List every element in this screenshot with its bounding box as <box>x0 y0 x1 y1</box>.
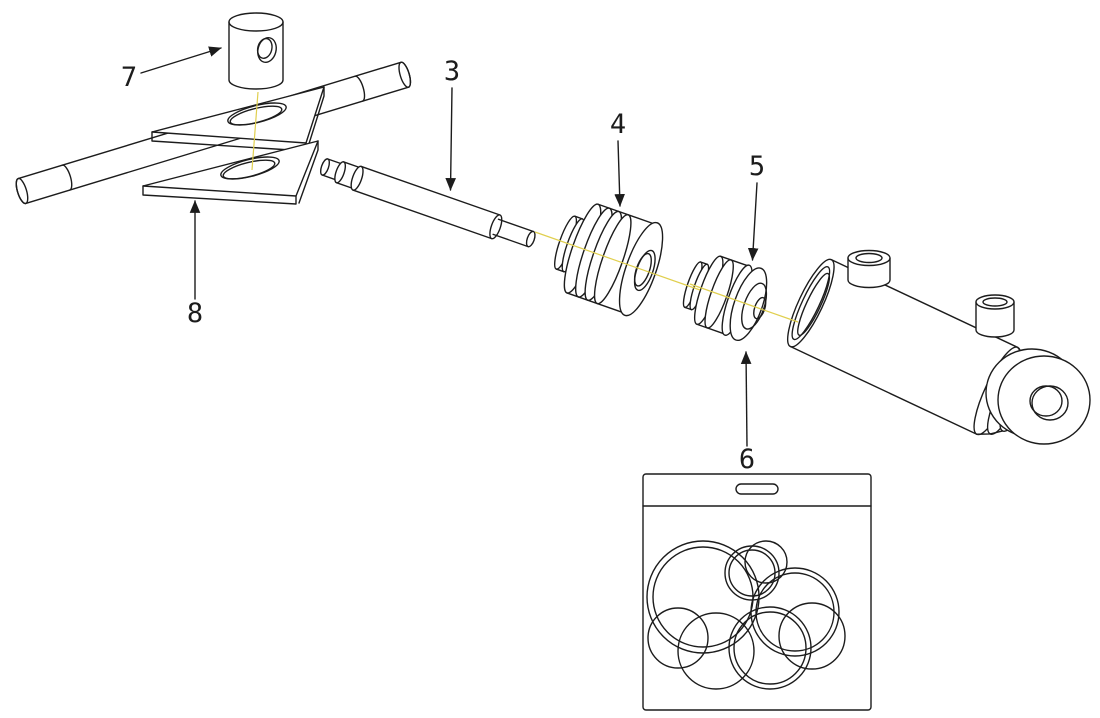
eye-hole-inner <box>1029 385 1063 417</box>
port-rear-bore <box>982 297 1008 307</box>
bag-outline <box>642 473 872 711</box>
cylinder-port-front <box>847 249 891 289</box>
rod-left-cap <box>319 158 331 176</box>
part-label-3: 3 <box>444 56 460 87</box>
part-label-5: 5 <box>749 151 765 182</box>
part-label-7: 7 <box>121 62 137 93</box>
tube-break-line-right <box>354 75 366 102</box>
leader-arrow-5 <box>747 182 759 261</box>
callout-3: 3 <box>444 56 460 191</box>
callout-6: 6 <box>739 351 755 475</box>
tube-left-cap <box>15 177 29 205</box>
centerline-piston <box>689 283 799 323</box>
barrel-bore <box>791 266 831 341</box>
o-ring <box>744 540 788 584</box>
centerlines <box>251 91 799 323</box>
o-ring <box>728 606 812 690</box>
callout-5: 5 <box>747 151 765 261</box>
part-label-6: 6 <box>739 444 755 475</box>
bottom-plate-thickness <box>142 140 319 205</box>
cylinder-port-rear <box>975 294 1015 338</box>
callout-4: 4 <box>610 109 626 207</box>
port-front-top-face <box>847 249 891 267</box>
o-rings <box>646 540 846 690</box>
rod-shoulder-left <box>350 165 364 191</box>
tube-break-line-left <box>61 164 73 191</box>
leader-arrow-7 <box>140 46 222 74</box>
leader-arrow-4 <box>614 140 625 207</box>
centerline-gland <box>534 231 701 291</box>
o-ring <box>778 602 846 670</box>
callout-8: 8 <box>187 200 203 329</box>
port-front-bore <box>855 252 883 264</box>
pin-part-7 <box>228 12 284 90</box>
pin-body <box>228 21 284 90</box>
rod-tip-cap <box>525 230 536 248</box>
seal-kit-bag <box>642 473 872 711</box>
leader-arrow-6 <box>740 351 752 447</box>
tube-right-cap <box>398 61 412 88</box>
barrel-mouth <box>787 258 835 348</box>
callouts: 7 8 3 4 5 6 <box>121 46 765 475</box>
barrel-bore-inner <box>797 272 831 336</box>
top-plate-hole-inner <box>229 105 283 126</box>
part-label-4: 4 <box>610 109 626 140</box>
piston-rod-part-3 <box>319 158 536 248</box>
anchor-bracket-part-8 <box>142 86 325 205</box>
pin-top-face <box>228 12 284 32</box>
rod-shoulder-right <box>489 214 503 240</box>
centerline-pin <box>251 91 259 171</box>
o-ring <box>733 611 807 685</box>
part-label-8: 8 <box>187 298 203 329</box>
eye-front-face <box>997 355 1091 445</box>
leader-arrow-3 <box>445 87 456 191</box>
callout-7: 7 <box>121 46 222 93</box>
o-ring <box>677 612 755 690</box>
o-ring <box>647 607 709 669</box>
port-rear-top-face <box>975 294 1015 310</box>
bag-hang-slot <box>735 483 779 495</box>
rod-collar-left <box>334 161 347 184</box>
cylinder-eye-mount <box>985 348 1091 445</box>
bottom-plate-hole-inner <box>222 159 276 180</box>
